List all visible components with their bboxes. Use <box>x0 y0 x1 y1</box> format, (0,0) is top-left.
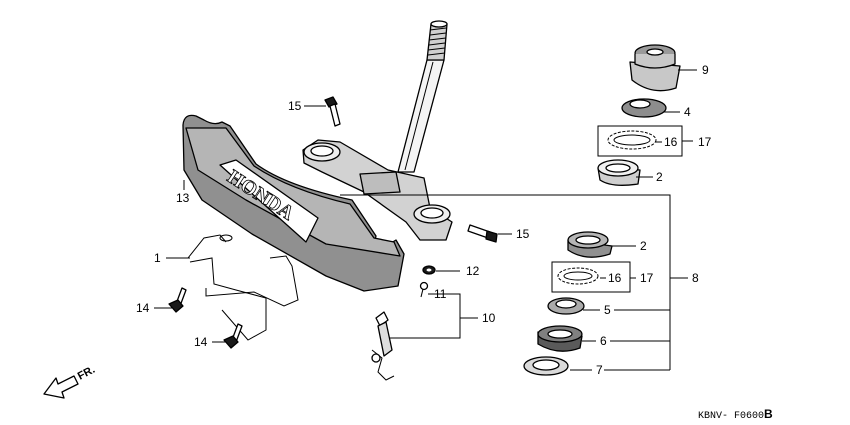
lower-steel-balls <box>557 267 599 285</box>
callout-6: 6 <box>600 334 607 348</box>
dust-seal-washer <box>523 356 569 376</box>
callout-2-lower: 2 <box>640 239 647 253</box>
fender-bolt-upper <box>168 287 187 313</box>
drawing-code: KBNV- F0600 <box>698 411 764 422</box>
callout-8: 8 <box>692 271 699 285</box>
front-fender: HONDA <box>182 114 405 292</box>
upper-outer-race <box>597 159 641 186</box>
front-direction-label: FR. <box>76 364 97 383</box>
upper-steel-balls <box>607 130 657 150</box>
nut-12 <box>422 265 436 275</box>
callout-16-lower: 16 <box>608 271 622 285</box>
callouts: 9 4 16 17 2 2 16 17 8 5 6 7 15 15 12 11 … <box>136 63 712 377</box>
callout-17-upper: 17 <box>698 135 712 149</box>
callout-4: 4 <box>684 105 691 119</box>
callout-14-lower: 14 <box>194 335 208 349</box>
callout-16-upper: 16 <box>664 135 678 149</box>
callout-11: 11 <box>434 287 447 301</box>
leader-lines <box>154 69 697 371</box>
callout-13: 13 <box>176 191 190 205</box>
front-direction-arrow: FR. <box>43 364 97 399</box>
bottom-bridge <box>302 139 453 241</box>
hose-clamp <box>371 311 395 381</box>
callout-9: 9 <box>702 63 709 77</box>
brake-hose-guide <box>187 234 299 341</box>
stem-bolt-upper <box>324 96 341 127</box>
lower-inner-race <box>547 297 585 315</box>
upper-inner-race <box>621 98 667 118</box>
callout-17-lower: 17 <box>640 271 654 285</box>
callout-5: 5 <box>604 303 611 317</box>
callout-12: 12 <box>466 264 480 278</box>
dust-seal <box>537 325 583 352</box>
callout-1: 1 <box>154 251 161 265</box>
drawing-code-suffix: B <box>764 407 773 421</box>
callout-15-lower: 15 <box>516 227 530 241</box>
pin-11 <box>419 281 429 298</box>
callout-14-upper: 14 <box>136 301 150 315</box>
steering-stem <box>397 20 448 173</box>
callout-10: 10 <box>482 311 496 325</box>
fender-bolt-lower <box>223 323 243 349</box>
callout-15-upper: 15 <box>288 99 302 113</box>
lower-outer-race <box>567 231 613 258</box>
stem-nut-9 <box>629 44 681 92</box>
pinch-bolt <box>467 224 498 243</box>
callout-2-upper: 2 <box>656 170 663 184</box>
callout-7: 7 <box>596 363 603 377</box>
